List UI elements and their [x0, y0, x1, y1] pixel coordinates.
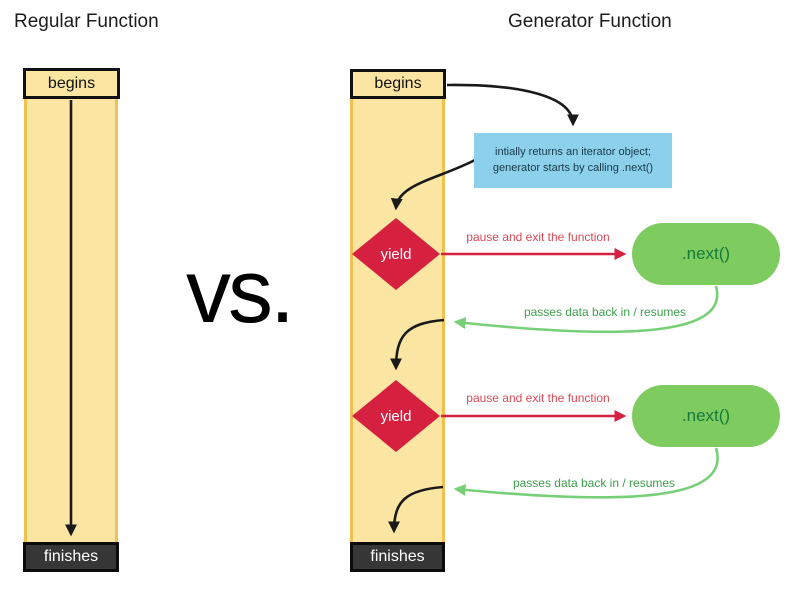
iterator-note-line1: intially returns an iterator object; [495, 145, 651, 158]
regular-begins-label: begins [47, 74, 96, 92]
yield-label-1: yield [380, 245, 412, 263]
pause-label-1: pause and exit the function [466, 230, 610, 244]
generator-finishes-box: finishes [350, 542, 445, 572]
next-pill-1: .next() [632, 223, 780, 285]
generator-begins-box: begins [350, 69, 446, 99]
regular-finishes-box: finishes [23, 542, 119, 572]
begins-to-note-arrow [446, 83, 579, 127]
resume-label-2: passes data back in / resumes [512, 476, 676, 490]
vs-label: vs. [186, 242, 295, 342]
resume-label-1: passes data back in / resumes [523, 305, 687, 319]
next-label-2: .next() [681, 406, 731, 425]
pause-label-2: pause and exit the function [466, 391, 610, 405]
yield-label-2: yield [380, 407, 412, 425]
next1-resume-arrow [453, 285, 719, 334]
regular-function-title: Regular Function [14, 11, 159, 32]
next2-resume-arrow [453, 447, 719, 499]
next-pill-2: .next() [632, 385, 780, 447]
note-to-yield1-arrow [390, 158, 476, 211]
regular-finishes-label: finishes [43, 548, 99, 565]
next-label-1: .next() [681, 244, 731, 263]
generator-function-title: Generator Function [508, 11, 672, 32]
iterator-note-line2: generator starts by calling .next() [492, 161, 654, 174]
generator-finishes-label: finishes [370, 548, 425, 565]
iterator-note-box: intially returns an iterator object; gen… [474, 133, 672, 188]
lane-to-yield2-arrow [390, 318, 445, 371]
generator-begins-label: begins [374, 75, 422, 92]
generator-function-lane [350, 97, 445, 544]
lane-to-finishes-arrow [388, 485, 444, 534]
regular-begins-box: begins [23, 68, 120, 99]
